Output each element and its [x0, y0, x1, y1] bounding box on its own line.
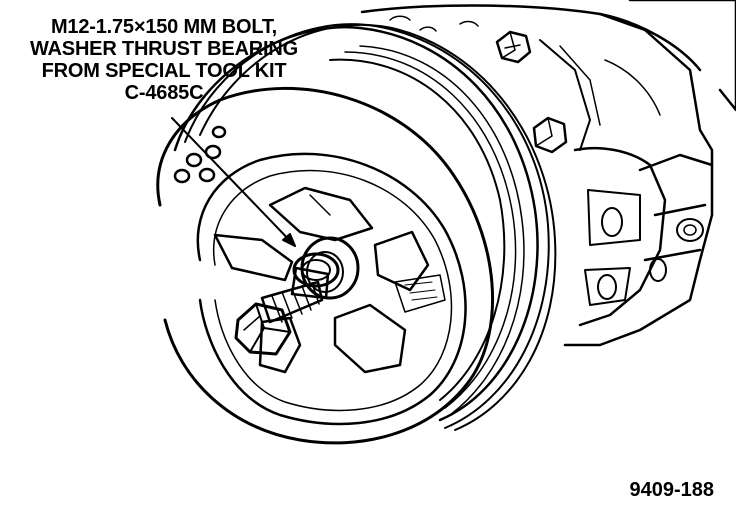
- cover-bolt-middle: [532, 116, 568, 154]
- damper-holes: [173, 125, 227, 184]
- cover-bolt-top: [495, 30, 532, 64]
- callout-line-1: M12-1.75×150 MM BOLT,: [50, 16, 278, 38]
- engine-front-cover: [360, 0, 736, 347]
- callout-leader: [171, 117, 296, 247]
- figure-number: 9409-188: [629, 479, 714, 501]
- callout-line-4: C-4685C: [124, 82, 204, 104]
- damper-face: [156, 87, 495, 445]
- pulley-grooves: [173, 23, 557, 431]
- tool-bolt: [234, 252, 340, 356]
- callout-line-3: FROM SPECIAL TOOL KIT: [41, 60, 287, 82]
- damper-spokes: [213, 186, 446, 374]
- tool-callout-label: M12-1.75×150 MM BOLT, WASHER THRUST BEAR…: [14, 16, 314, 104]
- callout-line-2: WASHER THRUST BEARING: [29, 38, 299, 60]
